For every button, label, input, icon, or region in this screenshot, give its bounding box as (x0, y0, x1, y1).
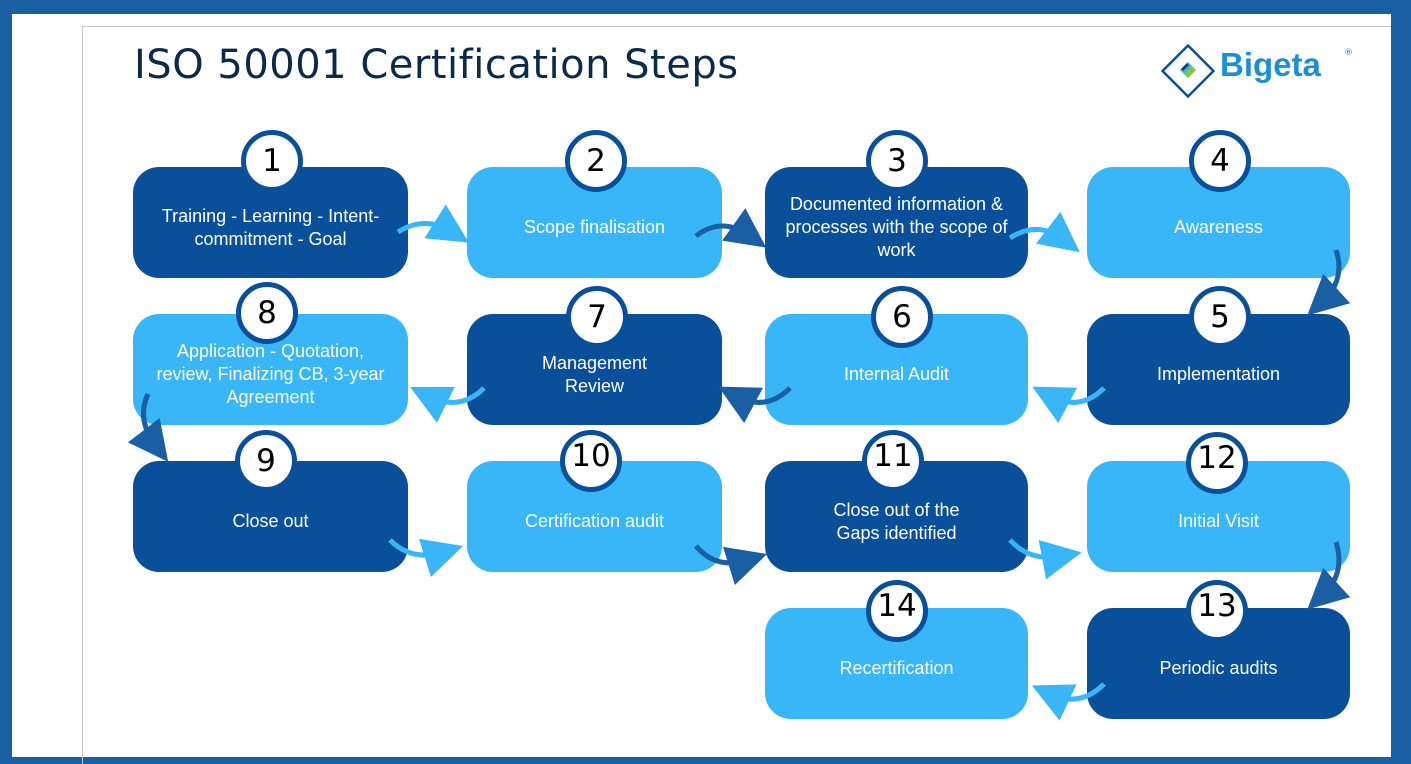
arrow-10-11 (694, 544, 768, 586)
step-label-10: Certification audit (524, 511, 665, 531)
step-number-7: 7 (566, 286, 628, 348)
arrow-4-5 (1307, 249, 1351, 316)
bigeta-logo-icon (1160, 43, 1216, 99)
step-number-3: 3 (866, 130, 928, 192)
step-label-7: Management Review (541, 352, 648, 396)
step-label-14: Recertification (839, 658, 954, 678)
step-number-4: 4 (1189, 130, 1251, 192)
arrow-8-9 (127, 392, 169, 462)
step-number-14: 14 (866, 580, 928, 642)
page-title: ISO 50001 Certification Steps (134, 42, 739, 88)
step-label-9: Close out (232, 511, 309, 531)
arrow-6-7 (718, 386, 792, 424)
step-label-8: Application - Quotation, review, Finaliz… (156, 341, 385, 407)
step-number-6: 6 (871, 286, 933, 348)
logo-wordmark: Bigeta (1220, 46, 1321, 83)
arrow-1-2 (396, 204, 469, 243)
step-label-6: Internal Audit (843, 364, 950, 384)
logo-registered-mark: ® (1344, 48, 1353, 58)
arrow-7-8 (410, 386, 486, 423)
step-number-10: 10 (560, 430, 622, 492)
step-box-14: Recertification (765, 608, 1028, 719)
arrow-12-13 (1307, 541, 1351, 610)
step-number-5: 5 (1189, 286, 1251, 348)
step-number-11: 11 (862, 430, 924, 492)
step-label-4: Awareness (1174, 217, 1263, 237)
arrow-11-12 (1008, 538, 1082, 580)
step-label-11: Close out of the Gaps identified (833, 499, 960, 543)
step-number-12: 12 (1186, 432, 1248, 494)
arrow-9-10 (388, 538, 464, 578)
step-label-2: Scope finalisation (523, 217, 666, 237)
step-label-1: Training - Learning - Intent-commitment … (161, 205, 380, 249)
step-number-13: 13 (1186, 580, 1248, 642)
arrow-13-14 (1031, 682, 1106, 721)
step-number-9: 9 (235, 430, 297, 492)
step-label-3: Documented information & processes with … (785, 194, 1008, 260)
arrow-2-3 (694, 208, 767, 248)
step-number-1: 1 (241, 130, 303, 192)
arrow-5-6 (1032, 386, 1106, 424)
step-number-2: 2 (565, 130, 627, 192)
step-label-13: Periodic audits (1159, 658, 1278, 678)
step-box-1: Training - Learning - Intent-commitment … (133, 167, 408, 278)
step-number-8: 8 (236, 282, 298, 344)
arrow-3-4 (1008, 211, 1080, 253)
step-box-8: Application - Quotation, review, Finaliz… (133, 314, 408, 425)
bigeta-logo: Bigeta ® (1158, 40, 1358, 102)
step-label-5: Implementation (1156, 364, 1281, 384)
step-label-12: Initial Visit (1178, 511, 1259, 531)
